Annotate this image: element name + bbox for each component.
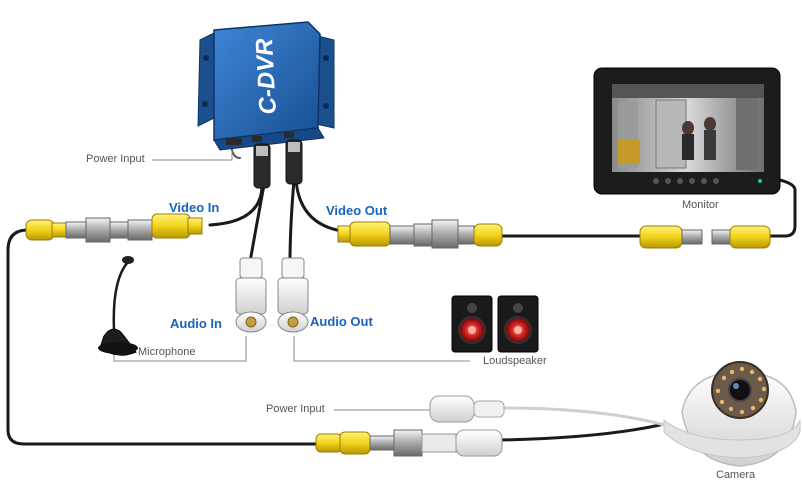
power-input-dvr-label: Power Input xyxy=(86,153,145,165)
video-out-label: Video Out xyxy=(326,203,388,218)
camera-video-connectors xyxy=(315,429,503,457)
loudspeaker xyxy=(451,295,539,353)
loudspeaker-label: Loudspeaker xyxy=(483,355,547,367)
camera xyxy=(663,361,801,467)
audio-out-leader xyxy=(293,336,470,362)
video-in-label: Video In xyxy=(169,200,220,215)
dvr-logo-text: C-DVR xyxy=(251,37,282,115)
camera-video-cable xyxy=(6,228,320,446)
audio-out-pigtail xyxy=(288,178,296,264)
audio-out-connector xyxy=(277,257,309,333)
loudspeaker-left xyxy=(451,295,493,353)
dvr-body xyxy=(213,21,321,141)
audio-in-connector xyxy=(235,257,267,333)
power-input-camera-label: Power Input xyxy=(266,403,325,415)
microphone xyxy=(98,256,138,356)
monitor xyxy=(593,67,781,195)
cables xyxy=(6,139,797,446)
camera-label: Camera xyxy=(716,469,756,481)
monitor-label: Monitor xyxy=(682,199,719,211)
monitor-connectors xyxy=(639,225,771,249)
camera-power-cable xyxy=(503,406,667,427)
camera-cable xyxy=(498,423,662,442)
microphone-label: Microphone xyxy=(138,346,196,358)
audio-out-label: Audio Out xyxy=(310,314,373,329)
dvr-pigtail-plugs xyxy=(253,139,303,189)
microphone-stalk xyxy=(112,260,130,332)
video-out-connectors xyxy=(337,219,503,249)
c-dvr-device: C-DVR xyxy=(197,21,335,151)
audio-in-label: Audio In xyxy=(170,316,222,331)
camera-lens xyxy=(728,378,752,402)
audio-in-pigtail xyxy=(248,183,266,264)
monitor-cable xyxy=(766,178,797,238)
power-input-dvr-leader xyxy=(152,150,233,161)
camera-power-connector xyxy=(429,395,505,423)
loudspeaker-right xyxy=(497,295,539,353)
video-in-connectors xyxy=(25,213,203,243)
